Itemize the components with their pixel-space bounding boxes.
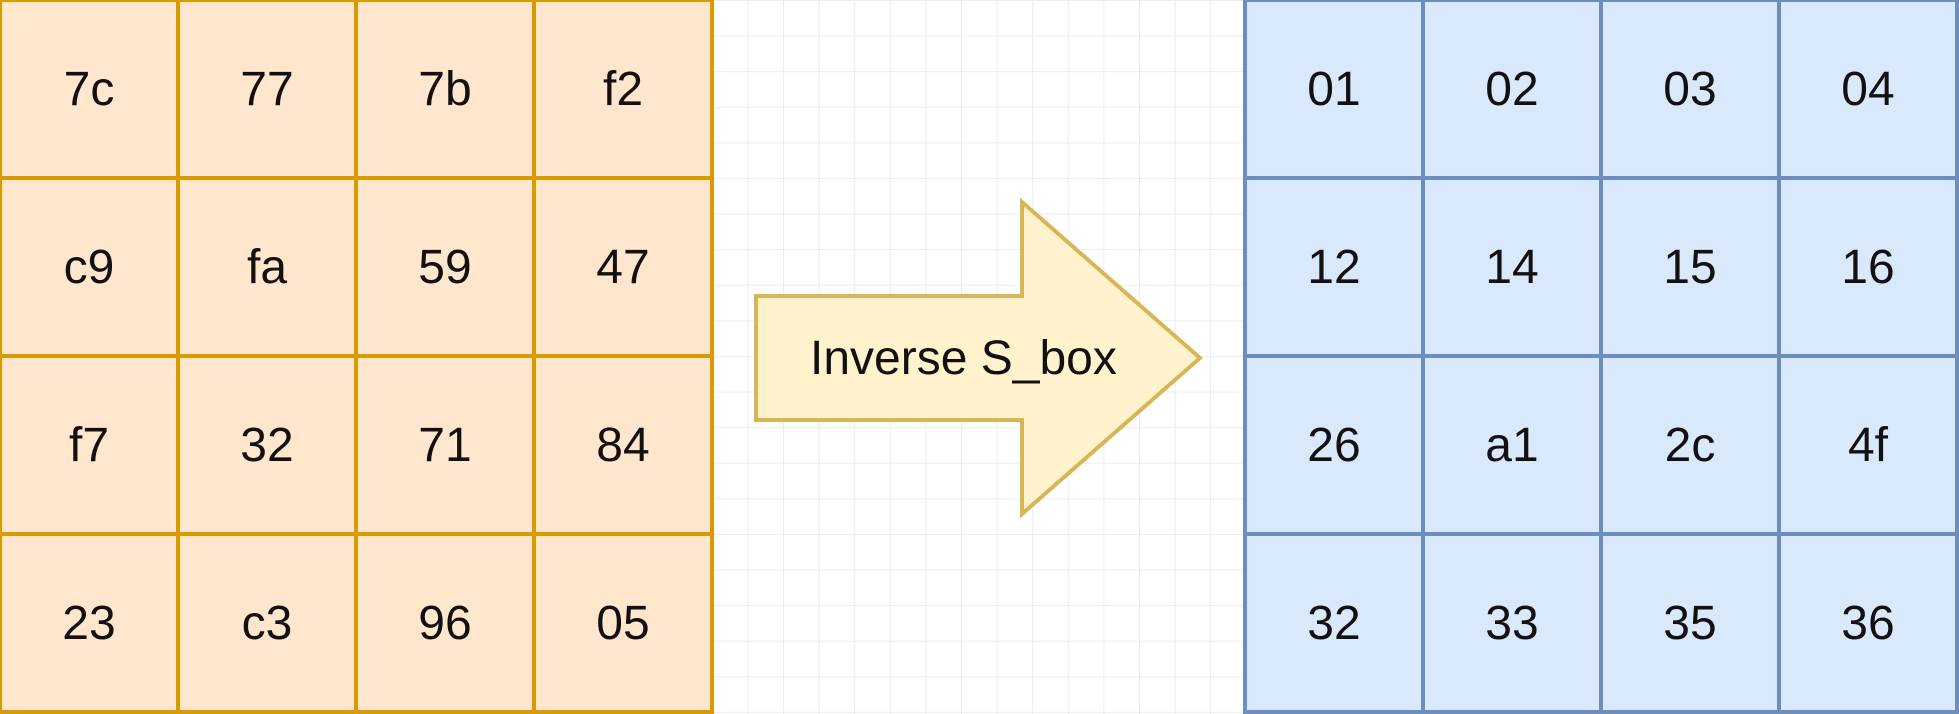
input-cell-r3c1: c3 <box>176 532 358 714</box>
input-cell-r3c0: 23 <box>0 532 180 714</box>
output-cell-r1c0: 12 <box>1243 176 1425 358</box>
output-cell-r0c0: 01 <box>1243 0 1425 180</box>
input-cell-r0c3: f2 <box>532 0 714 180</box>
input-cell-r3c2: 96 <box>354 532 536 714</box>
input-cell-r2c1: 32 <box>176 354 358 536</box>
output-cell-r3c0: 32 <box>1243 532 1425 714</box>
output-cell-r0c3: 04 <box>1777 0 1959 180</box>
output-cell-r2c0: 26 <box>1243 354 1425 536</box>
output-cell-r2c1: a1 <box>1421 354 1603 536</box>
input-cell-r2c2: 71 <box>354 354 536 536</box>
right-arrow-icon <box>754 198 1204 518</box>
output-cell-r1c3: 16 <box>1777 176 1959 358</box>
input-cell-r1c2: 59 <box>354 176 536 358</box>
input-cell-r3c3: 05 <box>532 532 714 714</box>
input-cell-r0c2: 7b <box>354 0 536 180</box>
output-cell-r3c3: 36 <box>1777 532 1959 714</box>
output-cell-r0c2: 03 <box>1599 0 1781 180</box>
output-cell-r2c3: 4f <box>1777 354 1959 536</box>
output-cell-r1c2: 15 <box>1599 176 1781 358</box>
input-cell-r1c1: fa <box>176 176 358 358</box>
input-cell-r1c0: c9 <box>0 176 180 358</box>
input-cell-r0c1: 77 <box>176 0 358 180</box>
input-cell-r2c3: 84 <box>532 354 714 536</box>
output-cell-r3c1: 33 <box>1421 532 1603 714</box>
output-cell-r0c1: 02 <box>1421 0 1603 180</box>
input-cell-r0c0: 7c <box>0 0 180 180</box>
input-cell-r2c0: f7 <box>0 354 180 536</box>
input-cell-r1c3: 47 <box>532 176 714 358</box>
output-cell-r3c2: 35 <box>1599 532 1781 714</box>
output-cell-r1c1: 14 <box>1421 176 1603 358</box>
output-cell-r2c2: 2c <box>1599 354 1781 536</box>
arrow-label: Inverse S_box <box>810 331 1117 385</box>
